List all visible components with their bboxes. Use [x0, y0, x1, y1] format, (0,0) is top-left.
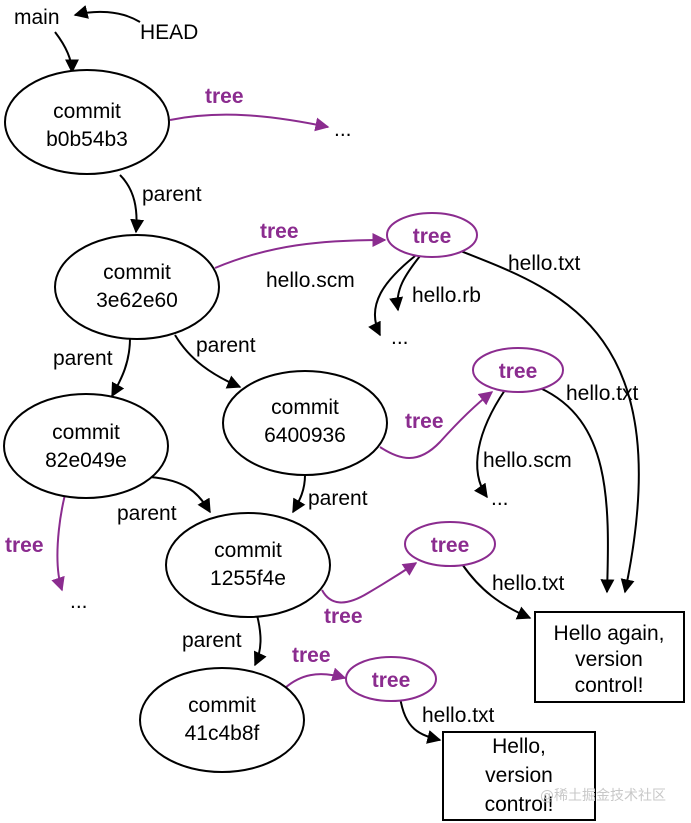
tree-node-3e62e60: tree [386, 212, 478, 258]
edge-tree4-hello-scm [474, 389, 506, 499]
edge-parent-b0b54b3-3e62e60 [119, 174, 145, 234]
label-hello-txt-1: hello.txt [508, 252, 581, 275]
edge-tree-41c4b8f [284, 667, 347, 689]
edge-parent-82e049e-1255f4e [149, 476, 211, 514]
label-tree-3: tree [405, 410, 444, 433]
label-tree-5: tree [324, 605, 363, 628]
commit-node-1255f4e: commit 1255f4e [165, 512, 331, 618]
edge-tree6-hello-txt [399, 696, 442, 744]
svg-text:control!: control! [575, 674, 644, 697]
edge-main-to-commit-b0b54b3 [54, 31, 79, 74]
commit-label: commit [103, 261, 171, 284]
edge-tree2-hello-scm [368, 255, 416, 337]
label-tree-4: tree [5, 534, 44, 557]
commit-hash: b0b54b3 [46, 128, 128, 151]
svg-text:version: version [575, 648, 643, 671]
commit-label: commit [52, 421, 120, 444]
commit-node-b0b54b3: commit b0b54b3 [4, 69, 170, 175]
label-tree-6: tree [292, 644, 331, 667]
commit-hash: 41c4b8f [185, 722, 260, 745]
edge-tree-6400936 [379, 391, 494, 459]
edge-parent-3e62e60-82e049e [111, 337, 131, 398]
edge-tree2-hello-rb [389, 255, 421, 312]
label-parent-5: parent [308, 487, 368, 510]
commit-label: commit [53, 100, 121, 123]
ellipsis-3: ... [491, 487, 509, 510]
commit-node-41c4b8f: commit 41c4b8f [139, 667, 305, 773]
commit-label: commit [271, 396, 339, 419]
ref-main: main [14, 6, 60, 29]
ellipsis-2: ... [391, 326, 409, 349]
commit-label: commit [214, 539, 282, 562]
svg-text:Hello,: Hello, [492, 735, 546, 758]
tree-node-6400936: tree [472, 347, 564, 393]
label-hello-rb: hello.rb [412, 284, 481, 307]
blob-node-hello-again: Hello again, version control! [534, 611, 685, 703]
edge-parent-3e62e60-6400936 [174, 334, 242, 389]
tree-node-41c4b8f: tree [345, 656, 437, 702]
label-parent-2: parent [53, 347, 113, 370]
label-parent-3: parent [196, 334, 256, 357]
edge-tree4-hello-txt [539, 387, 615, 594]
svg-text:control!: control! [485, 793, 554, 816]
ellipsis-4: ... [70, 590, 88, 613]
svg-text:Hello again,: Hello again, [554, 622, 665, 645]
label-hello-txt-3: hello.txt [492, 572, 565, 595]
commit-label: commit [188, 694, 256, 717]
commit-node-3e62e60: commit 3e62e60 [54, 234, 220, 340]
edge-parent-1255f4e-41c4b8f [253, 614, 267, 667]
svg-text:tree: tree [372, 669, 411, 692]
commit-hash: 82e049e [45, 449, 127, 472]
watermark: @稀土掘金技术社区 [540, 788, 666, 804]
label-hello-scm-1: hello.scm [266, 269, 355, 292]
label-parent-6: parent [182, 629, 242, 652]
edge-parent-6400936-1255f4e [292, 474, 306, 514]
label-hello-scm-2: hello.scm [483, 449, 572, 472]
edge-tree-3e62e60 [214, 233, 387, 269]
label-tree-1: tree [205, 85, 244, 108]
edge-tree2-hello-txt [457, 249, 640, 594]
label-parent-4: parent [117, 502, 177, 525]
edge-head-to-main [73, 5, 141, 23]
ref-head: HEAD [140, 21, 198, 44]
edge-tree-b0b54b3 [169, 113, 330, 132]
edge-tree-1255f4e [321, 562, 418, 604]
ellipsis-1: ... [334, 118, 352, 141]
commit-hash: 3e62e60 [96, 289, 178, 312]
svg-text:tree: tree [431, 534, 470, 557]
label-parent-1: parent [142, 183, 202, 206]
edge-tree5-hello-txt [461, 563, 532, 620]
svg-text:tree: tree [499, 360, 538, 383]
commit-node-82e049e: commit 82e049e [3, 393, 169, 499]
blob-node-hello: Hello, version control! [442, 731, 596, 821]
svg-text:version: version [485, 764, 553, 787]
commit-node-6400936: commit 6400936 [222, 370, 388, 476]
commit-hash: 1255f4e [210, 567, 286, 590]
commit-hash: 6400936 [264, 424, 346, 447]
label-tree-2: tree [260, 220, 299, 243]
svg-text:tree: tree [413, 225, 452, 248]
label-hello-txt-4: hello.txt [422, 704, 495, 727]
label-hello-txt-2: hello.txt [566, 382, 639, 405]
tree-node-1255f4e: tree [404, 521, 496, 567]
